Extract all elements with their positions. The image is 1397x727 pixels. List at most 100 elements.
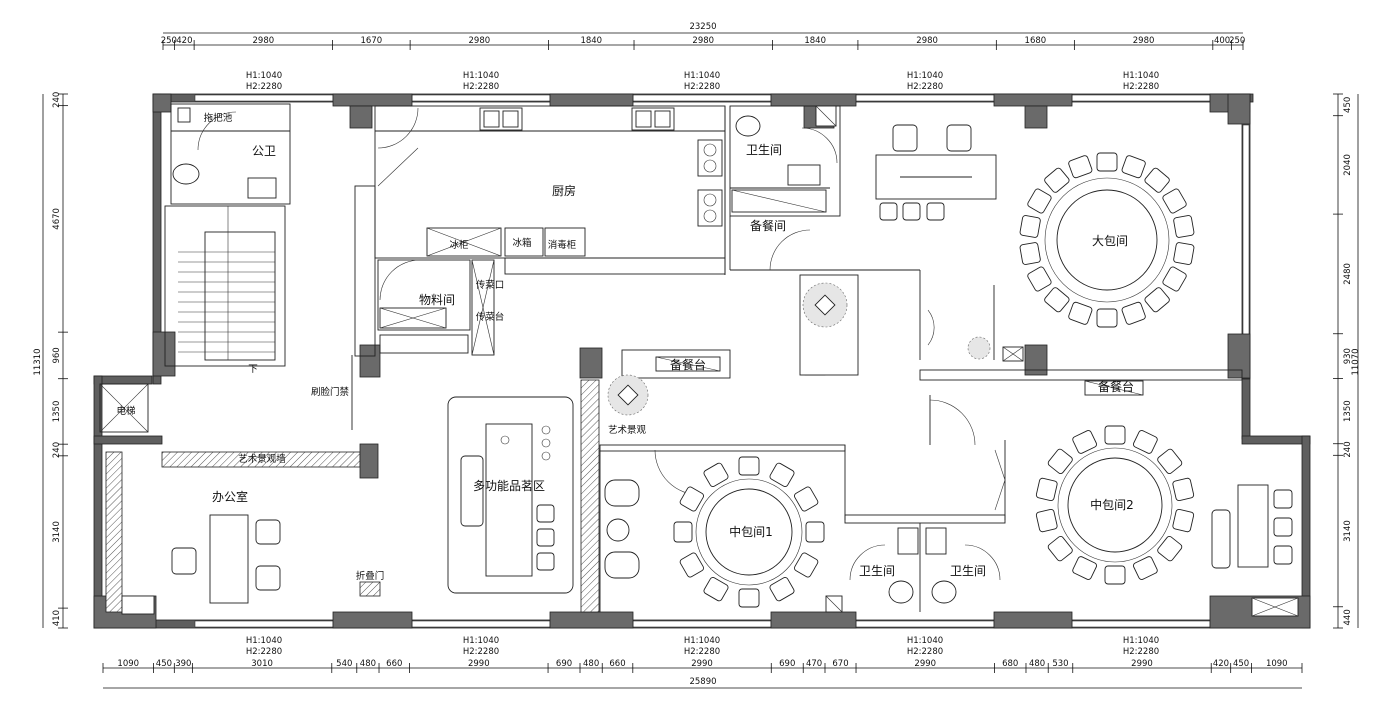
label-mid-room-2: 中包间2 bbox=[1090, 497, 1134, 512]
left-dim-2: 960 bbox=[52, 347, 62, 363]
bottom-dim-19: 2990 bbox=[1131, 659, 1153, 669]
mid-room-2-chair-2 bbox=[1157, 448, 1183, 475]
big-room-chair-13 bbox=[1019, 242, 1041, 265]
label-fridge: 冰箱 bbox=[512, 237, 531, 249]
window-bottom-h2-0: H2:2280 bbox=[246, 647, 282, 657]
label-toilet-top: 卫生间 bbox=[746, 143, 782, 157]
mid-room-1-chair-4 bbox=[794, 552, 819, 578]
left-dim-1: 4670 bbox=[52, 208, 62, 230]
mid-room-2-chair-11 bbox=[1035, 477, 1058, 502]
right-dim-0: 450 bbox=[1343, 97, 1353, 113]
mid-room-2-chair-13 bbox=[1072, 430, 1097, 454]
left-dim-5: 3140 bbox=[52, 521, 62, 543]
label-office: 办公室 bbox=[212, 489, 248, 504]
furniture bbox=[99, 105, 1299, 617]
right-total-dim: 11070 bbox=[1351, 348, 1361, 375]
mid-room-1-chair-0 bbox=[738, 456, 760, 476]
top-dim-9: 1680 bbox=[1025, 36, 1047, 46]
staircase bbox=[178, 206, 276, 361]
window-bottom-h2-3: H2:2280 bbox=[907, 647, 943, 657]
window-bottom-h1-0: H1:1040 bbox=[246, 636, 282, 646]
window-bottom-h1-1: H1:1040 bbox=[463, 636, 499, 646]
bottom-dim-15: 2990 bbox=[914, 659, 936, 669]
big-room-chair-6 bbox=[1162, 266, 1187, 292]
top-dim-2: 2980 bbox=[253, 36, 275, 46]
window-top-h2-3: H2:2280 bbox=[907, 82, 943, 92]
bottom-dim-10: 660 bbox=[609, 659, 625, 669]
right-dim-5: 240 bbox=[1343, 441, 1353, 457]
left-dim-4: 240 bbox=[52, 442, 62, 458]
bottom-dim-22: 1090 bbox=[1266, 659, 1288, 669]
bottom-dim-7: 2990 bbox=[468, 659, 490, 669]
big-round-table bbox=[1019, 152, 1195, 328]
label-public-toilet: 公卫 bbox=[252, 144, 276, 158]
top-dim-7: 1840 bbox=[804, 36, 826, 46]
window-top-h2-4: H2:2280 bbox=[1123, 82, 1159, 92]
bottom-dim-2: 390 bbox=[175, 659, 191, 669]
label-elevator: 电梯 bbox=[116, 405, 136, 417]
big-room-chair-11 bbox=[1044, 287, 1070, 313]
window-bottom-h2-2: H2:2280 bbox=[684, 647, 720, 657]
room-labels: 拖把池 公卫 厨房 冰柜 冰箱 消毒柜 物料间 传菜口 传菜台 卫生间 备餐间 … bbox=[116, 112, 1134, 582]
label-face-gate: 刷脸门禁 bbox=[311, 386, 350, 398]
label-toilet-mid-2: 卫生间 bbox=[950, 564, 986, 578]
window-top-h2-2: H2:2280 bbox=[684, 82, 720, 92]
left-total-dim: 11310 bbox=[33, 348, 43, 375]
top-dim-10: 2980 bbox=[1133, 36, 1155, 46]
label-art-wall: 艺术景观墙 bbox=[238, 453, 286, 465]
mid-room-1-chair-11 bbox=[703, 462, 729, 487]
label-serving-counter-2: 备餐台 bbox=[1098, 379, 1134, 394]
right-dim-3: 930 bbox=[1343, 348, 1353, 364]
top-dim-3: 1670 bbox=[361, 36, 383, 46]
label-sterilizer: 消毒柜 bbox=[548, 239, 577, 251]
label-mid-room-1: 中包间1 bbox=[729, 524, 773, 539]
mid-room-2-chair-6 bbox=[1133, 556, 1158, 580]
bottom-dim-6: 660 bbox=[386, 659, 402, 669]
mid-room-2-chair-8 bbox=[1072, 556, 1097, 580]
right-dim-7: 440 bbox=[1343, 609, 1353, 625]
mid-room-1-chair-5 bbox=[769, 577, 795, 602]
label-mop-pool: 拖把池 bbox=[204, 112, 233, 124]
mid-room-2-chair-9 bbox=[1047, 535, 1073, 562]
label-art-scene: 艺术景观 bbox=[608, 424, 647, 436]
top-dim-11: 400 bbox=[1214, 36, 1230, 46]
mid-room-1-chair-6 bbox=[738, 588, 760, 608]
label-folding-door: 折叠门 bbox=[356, 570, 385, 582]
left-dim-0: 240 bbox=[52, 92, 62, 108]
mid-room-2-chair-5 bbox=[1157, 535, 1183, 562]
mid-room-2-chair-7 bbox=[1104, 565, 1126, 585]
right-dim-2: 2480 bbox=[1343, 263, 1353, 285]
mid-room-1-chair-8 bbox=[679, 552, 704, 578]
window-bottom-h1-3: H1:1040 bbox=[907, 636, 943, 646]
left-dim-3: 1350 bbox=[52, 401, 62, 423]
top-dim-4: 2980 bbox=[469, 36, 491, 46]
right-dim-1: 2040 bbox=[1343, 154, 1353, 176]
label-tea-area: 多功能品茗区 bbox=[473, 479, 545, 493]
label-freezer: 冰柜 bbox=[449, 239, 469, 251]
label-pass-window: 传菜口 bbox=[476, 279, 505, 291]
big-room-chair-10 bbox=[1068, 301, 1093, 325]
mid-round-table-2 bbox=[1035, 425, 1195, 585]
mid-room-1-chair-3 bbox=[805, 521, 825, 543]
bottom-dim-14: 670 bbox=[832, 659, 848, 669]
right-dim-6: 3140 bbox=[1343, 520, 1353, 542]
mid-room-1-chair-9 bbox=[673, 521, 693, 543]
bottom-dim-1: 450 bbox=[156, 659, 172, 669]
label-kitchen: 厨房 bbox=[552, 183, 576, 198]
interior-walls bbox=[161, 103, 1243, 613]
bottom-dim-18: 530 bbox=[1052, 659, 1068, 669]
window-top-h2-0: H2:2280 bbox=[246, 82, 282, 92]
big-room-chair-16 bbox=[1044, 167, 1070, 193]
window-bottom-h2-1: H2:2280 bbox=[463, 647, 499, 657]
big-room-chair-5 bbox=[1173, 242, 1195, 265]
mid-round-table-1 bbox=[673, 456, 825, 608]
label-toilet-mid-1: 卫生间 bbox=[859, 564, 895, 578]
bottom-dim-11: 2990 bbox=[691, 659, 713, 669]
bottom-dim-16: 680 bbox=[1002, 659, 1018, 669]
mid-room-1-chair-1 bbox=[769, 462, 795, 487]
